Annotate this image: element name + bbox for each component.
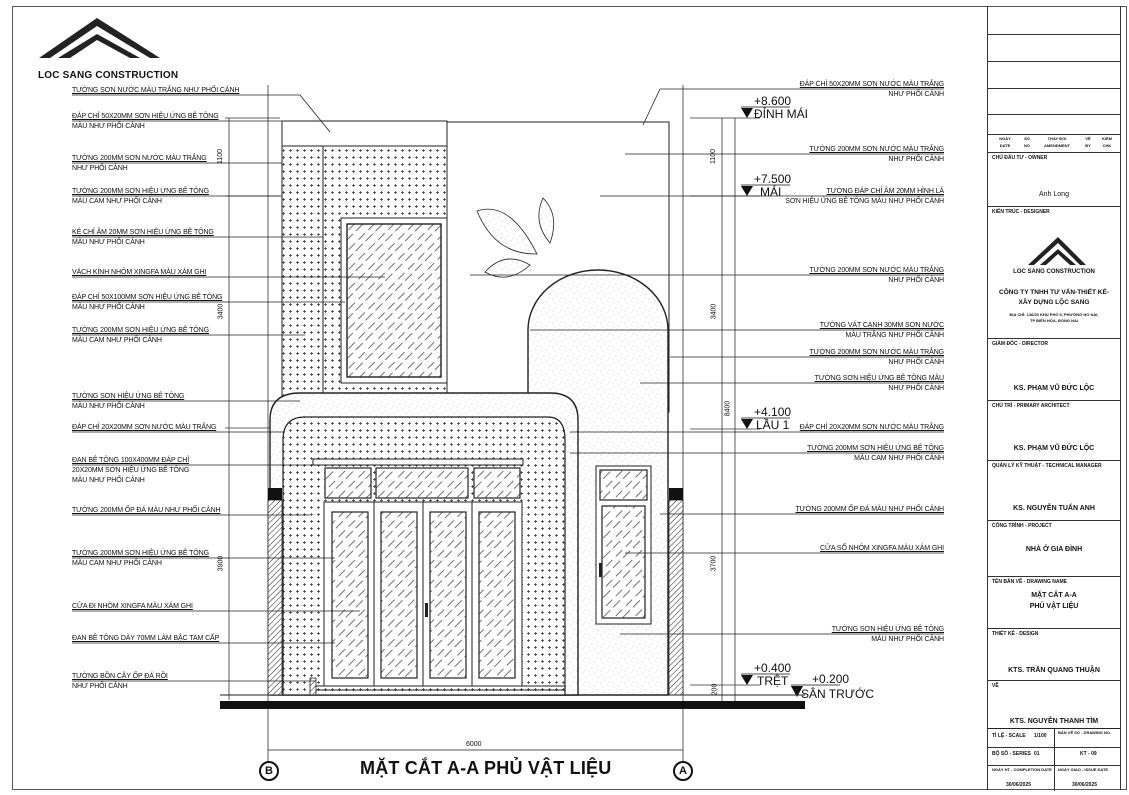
- level-value-roof-top: +8.600: [754, 94, 792, 108]
- owner-name: Anh Long: [1039, 191, 1069, 198]
- drawing-name-cell: TÊN BẢN VẼ - DRAWING NAME MẶT CẮT A-A PH…: [988, 576, 1120, 628]
- dim-right-1: 1100: [710, 148, 718, 165]
- level-name-ground: TRỆT: [757, 674, 789, 688]
- dim-overall-width: 6000: [466, 741, 482, 748]
- note-right-11: CỬA SỔ NHÔM XINGFA MÀU XÁM GHI: [820, 545, 944, 552]
- note-right-10: TƯỜNG 200MM ỐP ĐÁ MÀU NHƯ PHỐI CẢNH: [795, 506, 944, 513]
- sheet-info-cell: TỈ LỆ - SCALE 1/100 BẢN VẼ SỐ - DRAWING …: [988, 728, 1120, 791]
- note-left-12: TƯỜNG 200MM ỐP ĐÁ MÀU NHƯ PHỐI CẢNH: [72, 507, 221, 514]
- note-left-1: TƯỜNG SƠN NƯỚC MÀU TRẮNG NHƯ PHỐI CẢNH: [72, 87, 240, 94]
- sheet-border: [12, 6, 1127, 790]
- level-value-front-yard: +0.200: [812, 672, 850, 686]
- designer-cell: KIẾN TRÚC - DESIGNER LOC SANG CONSTRUCTI…: [988, 206, 1120, 338]
- note-left-6: VÁCH KÍNH NHÔM XINGFA MÀU XÁM GHI: [72, 269, 207, 276]
- company-logo-text: LOC SANG CONSTRUCTION: [38, 70, 179, 81]
- level-name-roof-top: ĐỈNH MÁI: [754, 107, 808, 121]
- note-left-15: ĐAN BÊ TÔNG DÀY 70MM LÀM BẬC TAM CẤP: [72, 635, 220, 642]
- dim-left-3: 3900: [217, 555, 225, 572]
- dim-right-3: 3700: [710, 555, 718, 572]
- primary-architect-cell: CHỦ TRÌ - PRIMARY ARCHITECT KS. PHẠM VŨ …: [988, 400, 1120, 460]
- grid-bubble-a: A: [673, 761, 693, 781]
- amendment-table: NGÀY DATE SỐ NO THAY ĐỔI AMENDMENT VẼ BY…: [988, 134, 1120, 153]
- technical-manager-cell: QUẢN LÝ KỸ THUẬT - TECHNICAL MANAGER KS.…: [988, 460, 1120, 520]
- dim-left-1: 1100: [217, 148, 225, 165]
- dim-right-2: 3400: [710, 303, 718, 320]
- leaf-motif-icon: [476, 197, 555, 278]
- note-right-8: ĐÁP CHỈ 20X20MM SƠN NƯỚC MÀU TRẮNG: [799, 424, 944, 431]
- dim-right-4: 200: [711, 683, 719, 696]
- drawing-title: MẶT CẮT A-A PHỦ VẬT LIỆU: [360, 758, 612, 778]
- level-marker-icon: [741, 106, 840, 697]
- owner-cell: CHỦ ĐẦU TƯ - OWNER Anh Long: [988, 152, 1120, 206]
- level-value-roof: +7.500: [754, 172, 792, 186]
- level-value-floor1: +4.100: [754, 405, 792, 419]
- designer-logo-icon: [1028, 237, 1086, 265]
- drawn-cell: VẼ KTS. NGUYỄN THANH TÌM: [988, 680, 1120, 728]
- project-cell: CÔNG TRÌNH - PROJECT NHÀ Ở GIA ĐÌNH: [988, 520, 1120, 576]
- note-left-10: ĐÁP CHỈ 20X20MM SƠN NƯỚC MÀU TRẮNG: [72, 424, 217, 431]
- level-name-floor1: LẦU 1: [756, 418, 790, 432]
- dim-left-2: 3400: [217, 303, 225, 320]
- title-block: NGÀY DATE SỐ NO THAY ĐỔI AMENDMENT VẼ BY…: [987, 6, 1121, 791]
- level-value-ground: +0.400: [754, 661, 792, 675]
- level-name-roof: MÁI: [760, 185, 782, 199]
- company-logo-icon: [39, 18, 160, 58]
- note-left-14: CỬA ĐI NHÔM XINGFA MÀU XÁM GHI: [72, 603, 193, 610]
- director-cell: GIÁM ĐỐC - DIRECTOR KS. PHẠM VŨ ĐỨC LỘC: [988, 338, 1120, 400]
- design-cell: THIẾT KẾ - DESIGN KTS. TRẦN QUANG THUẬN: [988, 628, 1120, 680]
- level-name-front-yard: SÂN TRƯỚC: [801, 687, 874, 701]
- grid-bubble-b: B: [259, 761, 279, 781]
- dim-right-total: 8400: [724, 400, 732, 417]
